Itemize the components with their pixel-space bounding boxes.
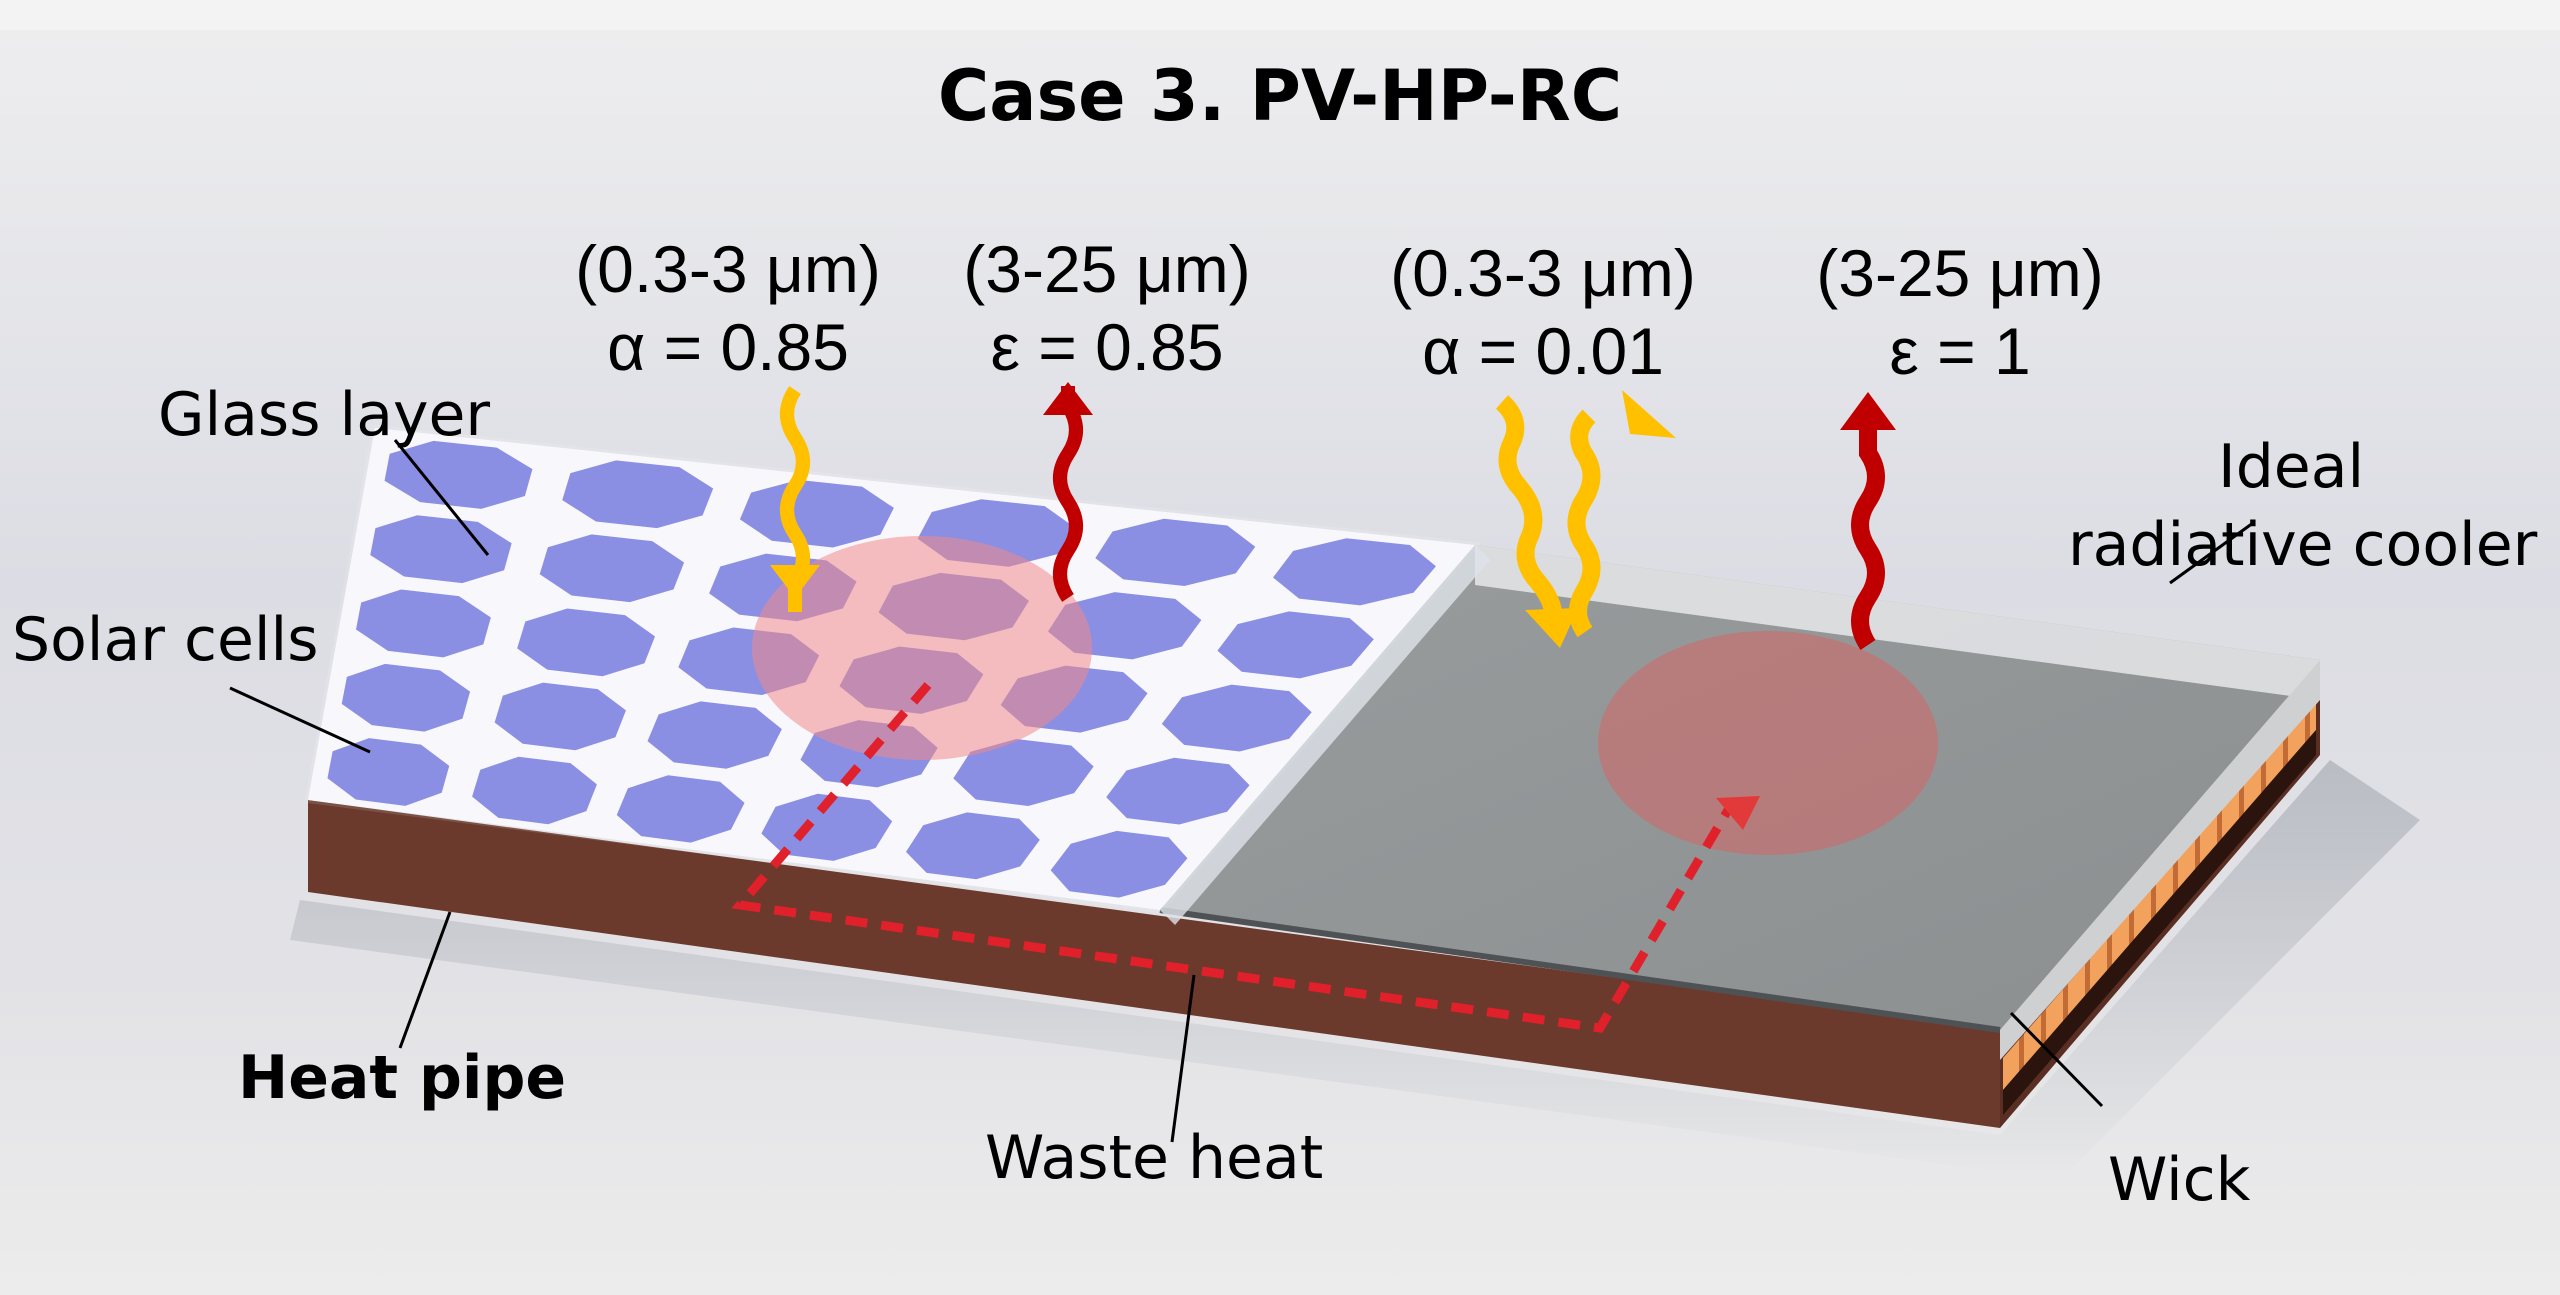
rc-solar-in-ray-icon — [1495, 395, 1563, 629]
waste-heat-path — [731, 682, 1732, 1033]
cooler-edge — [1159, 907, 2001, 1033]
solar-cell — [1095, 518, 1256, 587]
wick-label: Wick — [2108, 1145, 2251, 1215]
rc-absorption-band: (0.3-3 μm) — [1390, 236, 1696, 310]
rc-thermal-ray-icon — [1851, 423, 1885, 650]
ground-shadow — [290, 760, 2420, 1180]
solar-cells-label: Solar cells — [12, 605, 319, 675]
rc-emission-value: ε = 1 — [1889, 314, 2031, 388]
solar-cell — [616, 775, 745, 843]
solar-cell — [517, 608, 656, 677]
diagram-title: Case 3. PV-HP-RC — [937, 55, 1623, 137]
rc-emission-spec: (3-25 μm) ε = 1 — [1816, 234, 2103, 390]
rc-hot-spot — [1598, 631, 1938, 855]
rc-solar-in-arrowhead — [1525, 608, 1578, 648]
radiative-cooler-side-rim — [2000, 660, 2320, 1060]
waste-heat-leader — [1170, 974, 1196, 1143]
pv-emission-band: (3-25 μm) — [963, 232, 1251, 306]
wick — [2003, 700, 2316, 1090]
rc-leader — [2169, 521, 2254, 585]
radiative-cooler-rim — [1475, 545, 2320, 700]
glass-layer-label: Glass layer — [158, 380, 491, 450]
waste-heat-arrowhead — [1716, 796, 1760, 830]
solar-cell — [494, 682, 626, 751]
pv-solar-ray-icon — [780, 386, 810, 612]
pv-emission-value: ε = 0.85 — [990, 310, 1224, 384]
solar-cell — [1050, 830, 1188, 898]
solar-cell — [472, 756, 597, 825]
solar-cell — [1273, 538, 1436, 606]
wick-dark-gap — [2003, 730, 2316, 1115]
pv-thermal-ray-icon — [1053, 386, 1083, 602]
solar-cell — [355, 589, 491, 658]
pv-absorption-value: α = 0.85 — [607, 310, 849, 384]
waste-heat-label: Waste heat — [985, 1123, 1324, 1193]
heat-pipe-leader — [398, 911, 452, 1049]
pv-absorption-spec: (0.3-3 μm) α = 0.85 — [575, 230, 881, 386]
solar-cell — [1217, 611, 1374, 679]
solar-cells-leader — [229, 686, 371, 754]
rc-thermal-ray-arrowhead — [1840, 392, 1896, 430]
heat-pipe-label: Heat pipe — [238, 1043, 567, 1113]
solar-cell — [370, 515, 512, 584]
solar-cell — [384, 440, 533, 509]
pv-thermal-ray-arrowhead — [1043, 382, 1093, 415]
pv-hot-spot — [752, 536, 1092, 760]
solar-cell — [647, 701, 782, 769]
solar-cell — [761, 793, 893, 861]
glass-layer-edge — [1160, 545, 1490, 925]
pv-solar-ray-arrowhead — [770, 565, 820, 598]
solar-cell — [1106, 757, 1250, 825]
rc-solar-reflect-arrowhead — [1622, 390, 1676, 438]
heat-pipe-front-face — [308, 800, 2000, 1128]
solar-cell — [562, 460, 714, 529]
pv-absorption-band: (0.3-3 μm) — [575, 232, 881, 306]
rc-emission-band: (3-25 μm) — [1816, 236, 2104, 310]
top-band — [0, 0, 2560, 30]
solar-cell — [341, 663, 471, 732]
rc-solar-reflect-ray-icon — [1567, 409, 1601, 638]
solar-cell — [739, 479, 894, 548]
solar-cell — [1161, 684, 1312, 752]
glass-layer-leader — [393, 439, 490, 556]
rc-absorption-value: α = 0.01 — [1422, 314, 1664, 388]
ideal-rc-label-line2: radiative cooler — [2068, 510, 2538, 580]
radiative-cooler-surface — [1160, 545, 2320, 1030]
rc-absorption-spec: (0.3-3 μm) α = 0.01 — [1390, 234, 1696, 390]
wick-leader — [2009, 1011, 2104, 1108]
solar-cell — [953, 738, 1094, 806]
solar-cell — [905, 812, 1040, 880]
solar-cell — [327, 738, 450, 806]
solar-cell-grid — [327, 440, 1436, 898]
ideal-rc-label-line1: Ideal — [2218, 432, 2365, 502]
solar-cell — [539, 534, 685, 603]
pv-emission-spec: (3-25 μm) ε = 0.85 — [963, 230, 1250, 386]
